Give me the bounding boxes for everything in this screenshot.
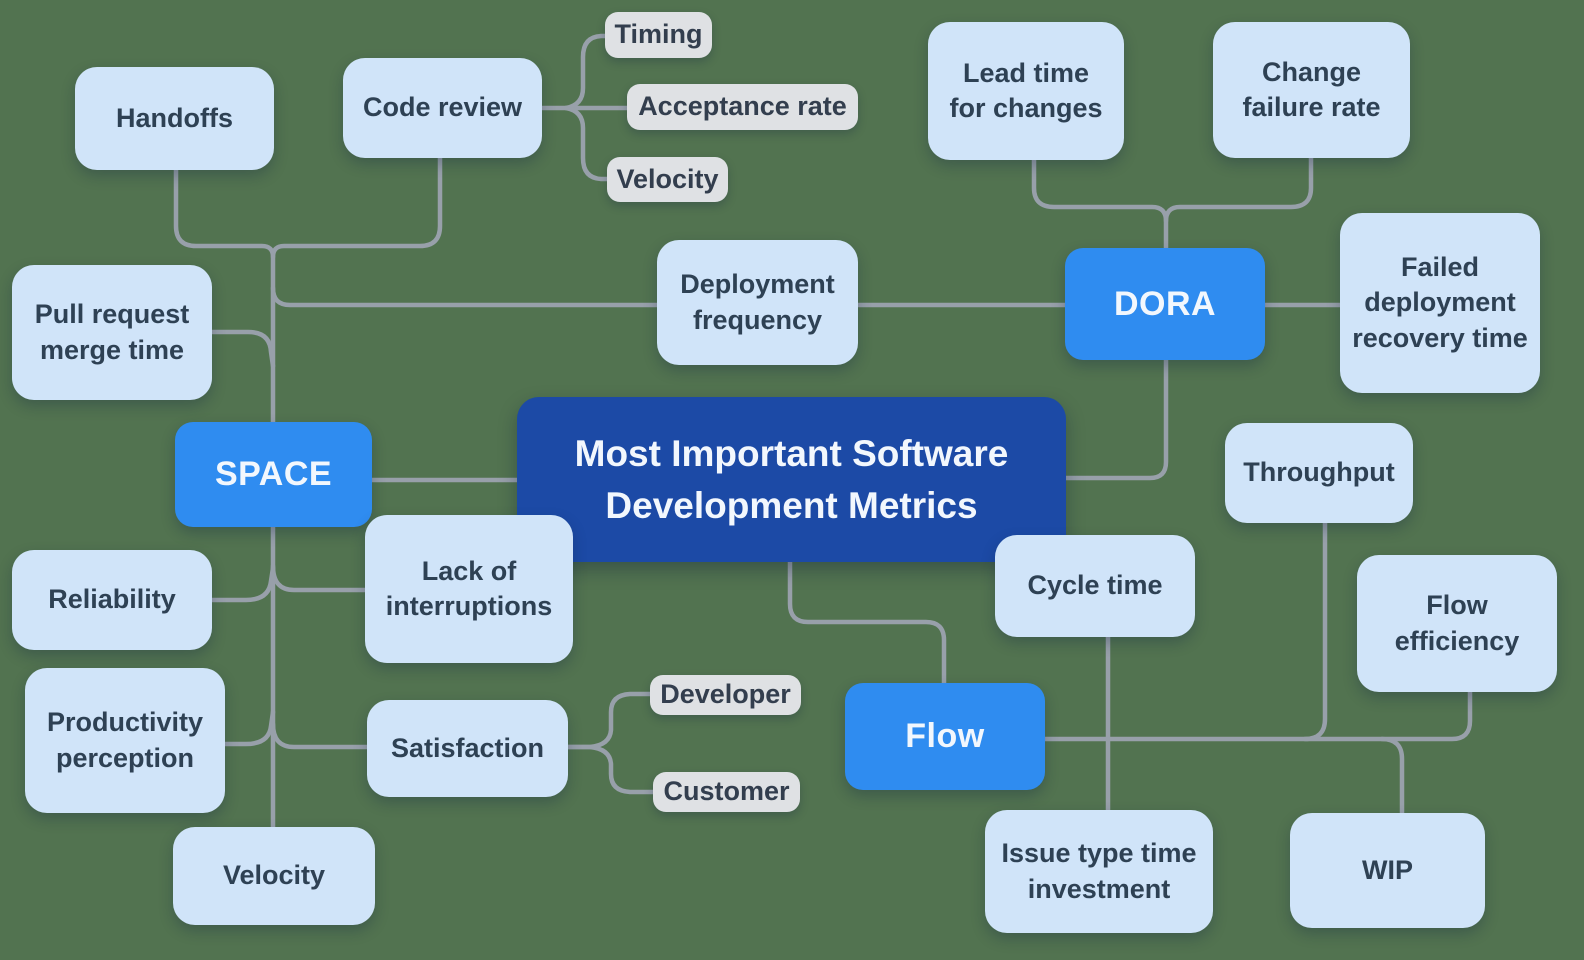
node-label: Handoffs: [116, 102, 233, 133]
central-topic-label: Most Important Software Development Metr…: [574, 433, 1009, 526]
node-flow-efficiency[interactable]: Flow efficiency: [1357, 555, 1557, 692]
node-cycle-time[interactable]: Cycle time: [995, 535, 1195, 637]
edge-flow-right-trunk-to-flow-efficiency: [1042, 689, 1473, 742]
edge-changefailure-to-dora: [1163, 155, 1314, 224]
branch-flow[interactable]: Flow: [845, 683, 1045, 790]
edge-central-to-flow: [787, 559, 947, 686]
node-label: Developer: [660, 679, 791, 710]
node-label: Velocity: [616, 163, 719, 194]
edge-satisfaction-to-customer: [565, 744, 656, 795]
node-label: WIP: [1362, 854, 1413, 885]
node-developer[interactable]: Developer: [650, 675, 801, 715]
node-label: Failed deployment recovery time: [1352, 252, 1528, 353]
edge-satisfaction-to-developer: [565, 691, 653, 750]
node-throughput[interactable]: Throughput: [1225, 423, 1413, 523]
branch-label: SPACE: [214, 455, 333, 494]
branch-label: Flow: [905, 717, 985, 756]
node-label: Productivity perception: [46, 707, 204, 773]
node-failed-deployment-recovery-time[interactable]: Failed deployment recovery time: [1340, 213, 1540, 393]
edge-dora-to-central: [1063, 357, 1169, 481]
node-label: Cycle time: [1027, 570, 1163, 601]
node-code-review[interactable]: Code review: [343, 58, 542, 158]
node-change-failure-rate[interactable]: Change failure rate: [1213, 22, 1410, 158]
edge-space-trunk-to-lack-of-interruptions: [270, 563, 368, 593]
node-label: Velocity: [222, 860, 326, 891]
node-label: Acceptance rate: [638, 91, 847, 122]
edge-wip-to-flow-trunk: [1379, 736, 1405, 816]
node-velocity-bottom[interactable]: Velocity: [173, 827, 375, 925]
node-label: Lead time for changes: [949, 57, 1103, 123]
node-label: Flow efficiency: [1394, 590, 1520, 656]
node-lead-time-for-changes[interactable]: Lead time for changes: [928, 22, 1124, 160]
node-customer[interactable]: Customer: [653, 772, 800, 812]
node-label: Throughput: [1243, 457, 1395, 488]
edge-space-trunk-to-satisfaction: [270, 721, 370, 750]
node-issue-type-time-investment[interactable]: Issue type time investment: [985, 810, 1213, 933]
node-label: Customer: [663, 776, 790, 807]
branch-label: DORA: [1113, 284, 1217, 323]
edge-codereview-to-timing: [563, 33, 608, 111]
edge-codereview-to-space-trunk: [270, 155, 443, 260]
node-velocity-top[interactable]: Velocity: [607, 157, 728, 202]
edge-reliability-to-space-trunk: [209, 565, 276, 603]
node-satisfaction[interactable]: Satisfaction: [367, 700, 568, 797]
node-lack-of-interruptions[interactable]: Lack of interruptions: [365, 515, 573, 663]
node-label: Lack of interruptions: [385, 555, 553, 621]
node-label: Code review: [362, 92, 523, 123]
node-pull-request-merge-time[interactable]: Pull request merge time: [12, 265, 212, 400]
node-productivity-perception[interactable]: Productivity perception: [25, 668, 225, 813]
node-reliability[interactable]: Reliability: [12, 550, 212, 650]
central-topic[interactable]: Most Important Software Development Metr…: [517, 397, 1066, 562]
edge-codereview-to-velocity-top: [563, 105, 610, 182]
node-label: Satisfaction: [390, 732, 545, 763]
edge-leadtime-to-dora: [1031, 157, 1169, 251]
node-acceptance-rate[interactable]: Acceptance rate: [627, 84, 858, 130]
branch-dora[interactable]: DORA: [1065, 248, 1265, 360]
node-wip[interactable]: WIP: [1290, 813, 1485, 928]
edge-pullrequest-to-space-trunk: [209, 329, 276, 369]
node-label: Change failure rate: [1242, 56, 1381, 122]
node-label: Deployment frequency: [680, 269, 835, 335]
edge-space-trunk-to-deployment-frequency-dora: [270, 285, 1068, 308]
edge-throughput-to-flow-trunk: [1302, 520, 1328, 742]
branch-space[interactable]: SPACE: [175, 422, 372, 527]
node-timing[interactable]: Timing: [605, 12, 712, 58]
node-handoffs[interactable]: Handoffs: [75, 67, 274, 170]
node-label: Pull request merge time: [34, 299, 190, 365]
node-label: Reliability: [48, 584, 176, 615]
node-label: Issue type time investment: [1001, 838, 1197, 904]
node-deployment-frequency[interactable]: Deployment frequency: [657, 240, 858, 365]
node-label: Timing: [614, 19, 703, 50]
edge-productivity-to-space-trunk: [222, 709, 276, 747]
